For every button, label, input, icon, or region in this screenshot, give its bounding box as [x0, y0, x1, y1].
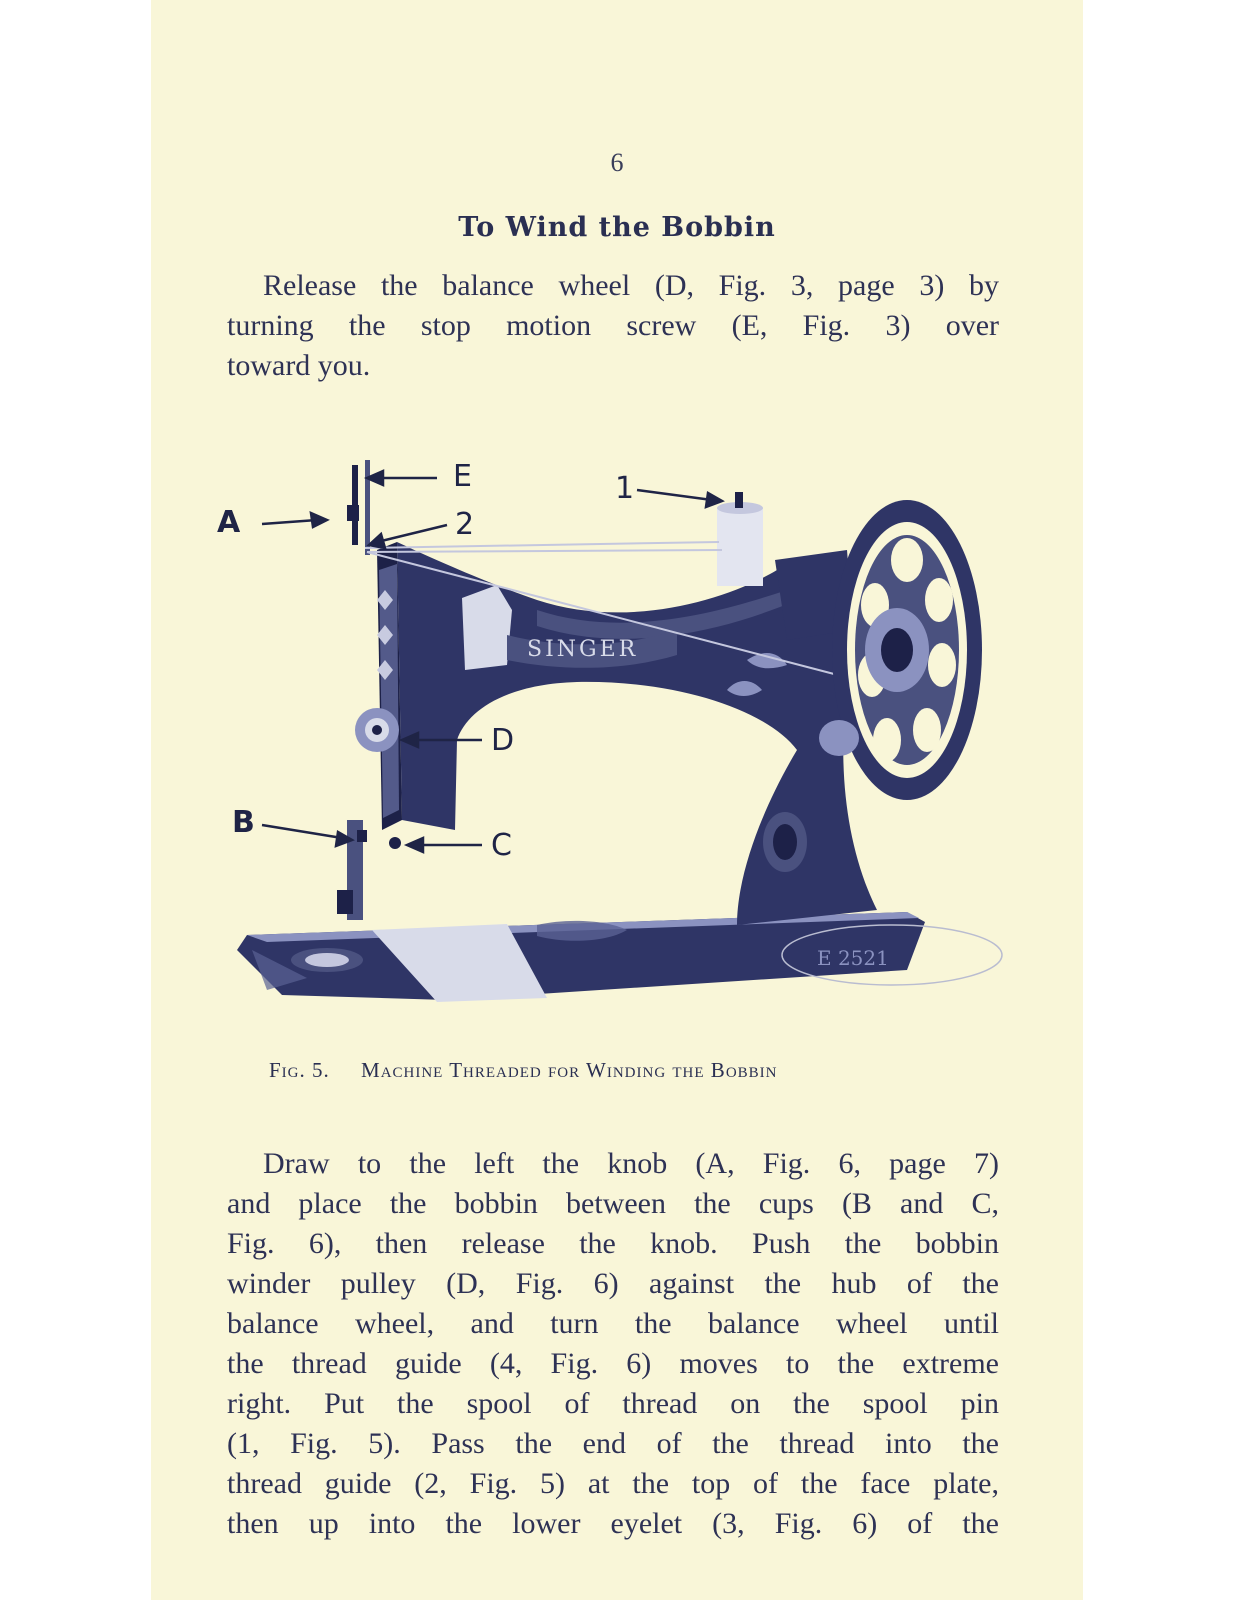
paragraph-line: Draw to the left the knob (A, Fig. 6, pa…: [263, 1147, 999, 1180]
paragraph-line: Release the balance wheel (D, Fig. 3, pa…: [263, 269, 999, 302]
section-heading: To Wind the Bobbin: [458, 212, 776, 243]
machine-arm: SINGER: [377, 542, 877, 925]
callout-1: 1: [615, 471, 634, 506]
paragraph-line: winder pulley (D, Fig. 6) against the hu…: [227, 1267, 999, 1300]
serial-number: E 2521: [817, 946, 889, 970]
figure-caption: Fig. 5. Machine Threaded for Winding the…: [269, 1058, 969, 1083]
callout-c: C: [491, 828, 512, 863]
intro-paragraph: Release the balance wheel (D, Fig. 3, pa…: [227, 266, 999, 386]
paragraph-line: and place the bobbin between the cups (B…: [227, 1187, 999, 1220]
instructions-paragraph: Draw to the left the knob (A, Fig. 6, pa…: [227, 1144, 999, 1544]
paragraph-line: right. Put the spool of thread on the sp…: [227, 1387, 999, 1420]
callout-e: E: [453, 459, 472, 494]
paragraph-line: balance wheel, and turn the balance whee…: [227, 1307, 999, 1340]
thread-path: [364, 541, 858, 681]
callout-2: 2: [455, 507, 474, 542]
paragraph-line: the thread guide (4, Fig. 6) moves to th…: [227, 1347, 999, 1380]
callout-b: B: [232, 805, 255, 840]
callout-d: D: [491, 723, 514, 758]
caption-text: Machine Threaded for Winding the Bobbin: [361, 1058, 778, 1082]
callout-arrows: [261, 469, 725, 854]
book-page: 6 To Wind the Bobbin Release the balance…: [151, 0, 1083, 1600]
page-number: 6: [610, 148, 624, 177]
paragraph-line: turning the stop motion screw (E, Fig. 3…: [227, 309, 999, 342]
paragraph-line: (1, Fig. 5). Pass the end of the thread …: [227, 1427, 999, 1460]
needle-assembly: [337, 460, 401, 920]
brand-lettering: SINGER: [527, 637, 638, 662]
serial-stamp-outline: [781, 924, 1003, 986]
paragraph-line: toward you.: [227, 349, 371, 382]
thread-spool: [717, 492, 763, 586]
balance-wheel: [819, 500, 982, 800]
bobbin-winder: [355, 708, 399, 752]
figure-sewing-machine: SINGER: [207, 450, 1027, 1050]
paragraph-line: thread guide (2, Fig. 5) at the top of t…: [227, 1467, 999, 1500]
caption-figure-number: Fig. 5.: [269, 1058, 330, 1082]
paragraph-line: Fig. 6), then release the knob. Push the…: [227, 1227, 999, 1260]
callout-a: A: [217, 505, 241, 540]
paragraph-line: then up into the lower eyelet (3, Fig. 6…: [227, 1507, 999, 1540]
sewing-machine-illustration: SINGER: [217, 459, 1003, 1002]
